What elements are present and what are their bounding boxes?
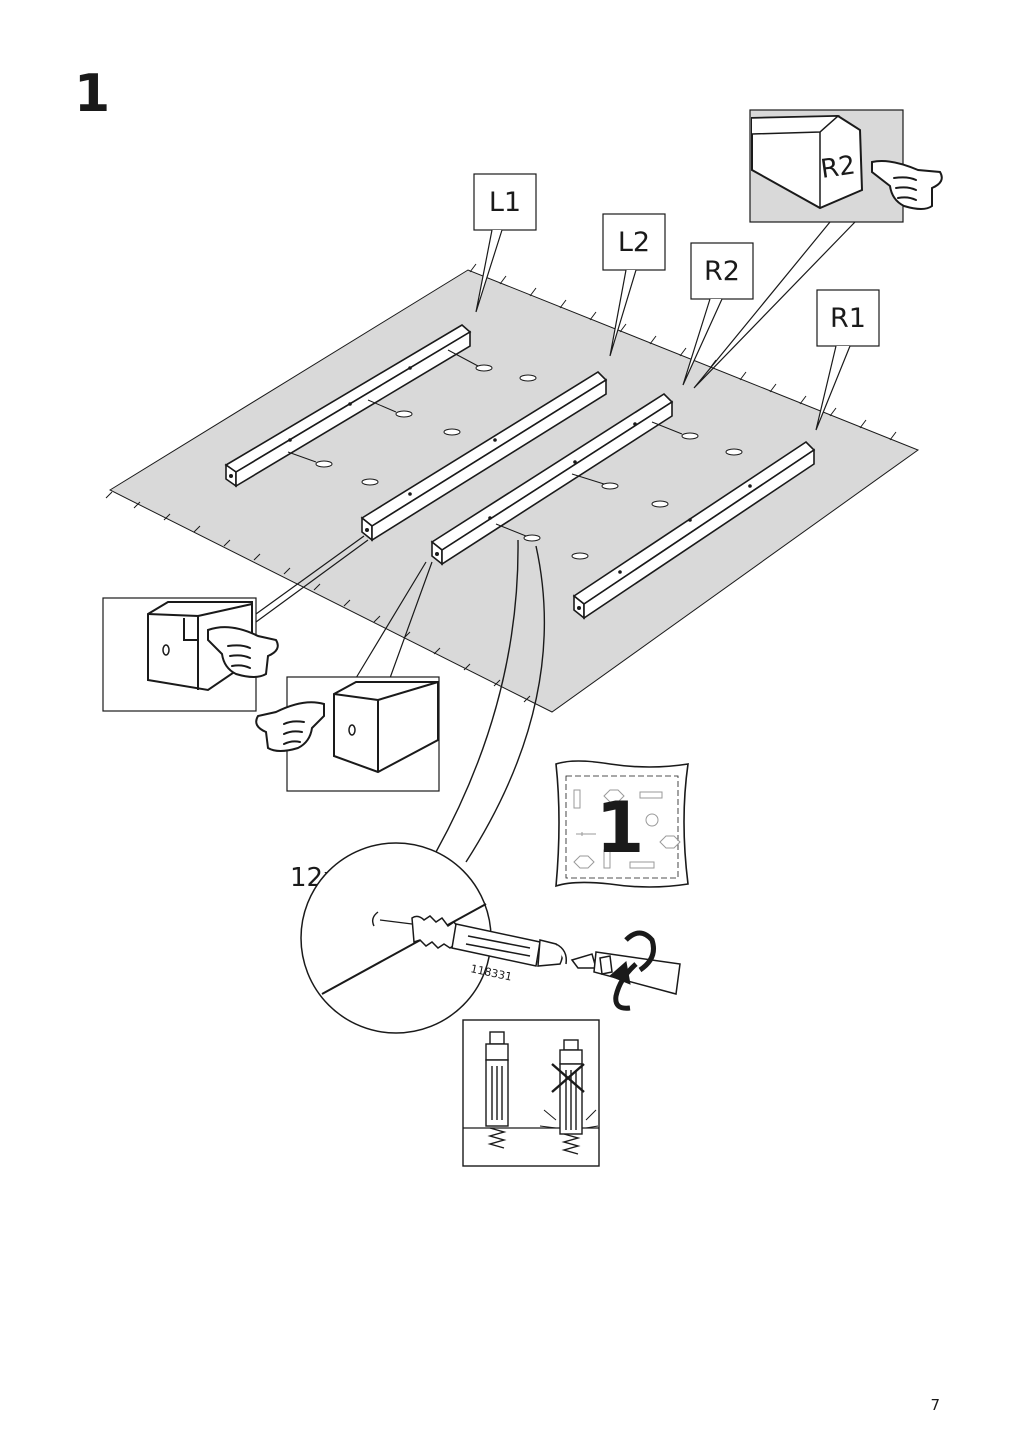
rail-r2 <box>430 392 674 566</box>
callout-r1-label: R1 <box>830 303 866 334</box>
cross-icon <box>551 1063 585 1093</box>
cam-bolt-detail: 12x 118331 <box>290 842 681 1034</box>
callout-l1: L1 <box>473 173 537 313</box>
hardware-bag: 1 <box>555 760 689 888</box>
pointing-hand-icon <box>871 160 943 210</box>
callout-l1-label: L1 <box>489 187 521 218</box>
step-number: 1 <box>74 64 111 124</box>
correct-depth-illustration <box>485 1031 509 1149</box>
rail-r1 <box>572 440 816 620</box>
rail-end-detail-grooved <box>102 535 369 712</box>
pointing-hand-icon <box>207 626 279 678</box>
cam-bolt-icon <box>411 915 568 967</box>
callout-r1: R1 <box>815 289 880 431</box>
rotate-clockwise-icon <box>609 930 656 1011</box>
callout-l2-label: L2 <box>618 227 650 258</box>
callout-r2-label: R2 <box>704 256 740 287</box>
pointing-hand-icon <box>255 701 325 752</box>
cam-bolts <box>287 349 743 560</box>
rail-l2 <box>360 370 608 542</box>
rail-end-detail-plain <box>255 561 440 792</box>
r2-marker-label: R2 <box>819 150 857 185</box>
page-number: 7 <box>930 1396 940 1414</box>
callout-l2: L2 <box>602 213 666 357</box>
r2-marker-detail: R2 <box>693 109 943 389</box>
depth-comparison <box>462 1019 600 1167</box>
rail-l1 <box>224 324 472 488</box>
callout-r2: R2 <box>682 242 754 386</box>
bag-number: 1 <box>596 787 645 869</box>
zoom-leader <box>435 539 546 863</box>
